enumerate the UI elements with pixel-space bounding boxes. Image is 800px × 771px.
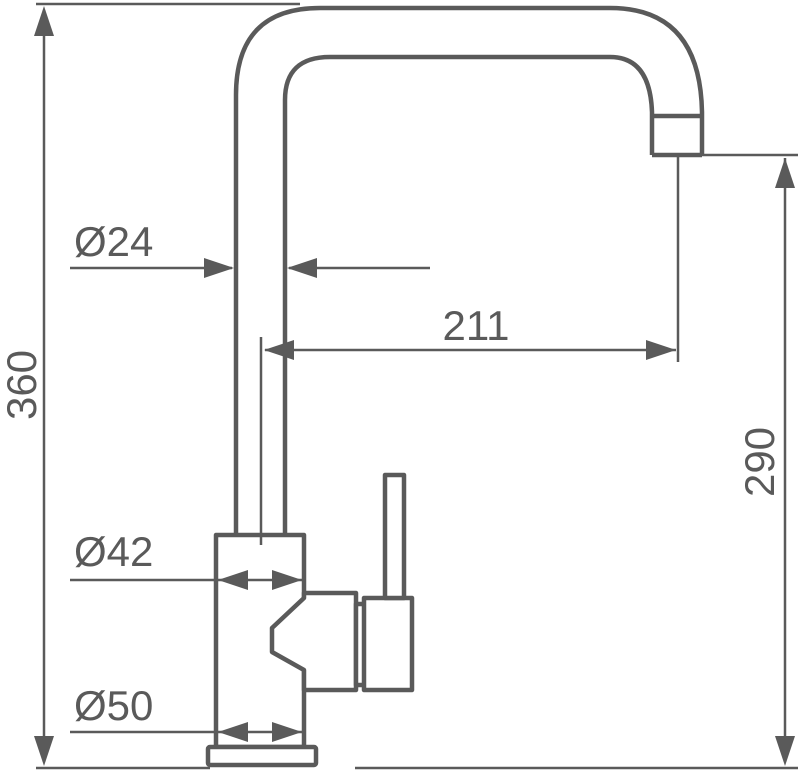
reach-211-arrow-left bbox=[264, 340, 294, 360]
height-290-arrow-bottom bbox=[775, 736, 795, 766]
spout-outer-edge bbox=[233, 5, 705, 535]
dia-42-arrow-right bbox=[272, 570, 302, 590]
dia-50-arrow-left bbox=[218, 722, 248, 742]
spout-reach-label: 211 bbox=[443, 302, 510, 349]
lever-grip bbox=[361, 595, 415, 693]
dimension-labels: 360 290 211 Ø24 Ø42 Ø50 bbox=[0, 218, 783, 729]
dimension-lines bbox=[34, 2, 798, 770]
overall-height-label: 360 bbox=[0, 350, 45, 420]
height-290-arrow-top bbox=[775, 158, 795, 188]
faucet-base bbox=[205, 744, 319, 768]
spout-inner-edge bbox=[282, 54, 655, 535]
dia-24-arrow-right bbox=[287, 258, 317, 278]
height-360-arrow-top bbox=[34, 6, 54, 36]
reach-211-arrow-right bbox=[646, 340, 676, 360]
dia-24-arrow-left bbox=[204, 258, 234, 278]
spout-diameter-label: Ø24 bbox=[74, 218, 153, 265]
base-diameter-label: Ø50 bbox=[74, 682, 153, 729]
spout-height-label: 290 bbox=[736, 427, 783, 497]
lever-handle bbox=[382, 472, 407, 601]
dia-50-arrow-right bbox=[272, 722, 302, 742]
body-diameter-label: Ø42 bbox=[74, 528, 153, 575]
spout-aerator bbox=[652, 113, 702, 158]
dia-42-arrow-left bbox=[218, 570, 248, 590]
faucet-outline bbox=[205, 5, 705, 768]
height-360-arrow-bottom bbox=[34, 736, 54, 766]
